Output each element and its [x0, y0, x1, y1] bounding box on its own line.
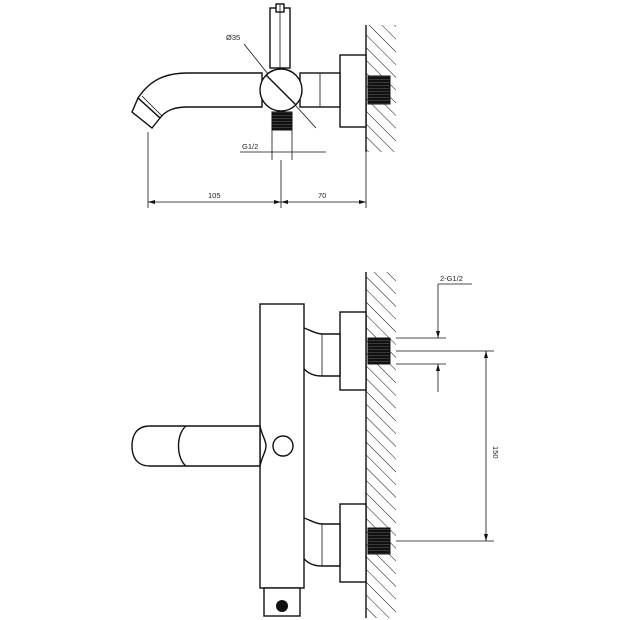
lower-wall-thread — [367, 527, 391, 555]
thread-label-front: 2-G1/2 — [440, 274, 463, 283]
dim-centers-label: 150 — [491, 446, 500, 459]
spout-top — [137, 72, 263, 120]
diverter-cross-line — [265, 74, 297, 106]
spout-nozzle — [131, 96, 161, 129]
thread-label-top: G1/2 — [242, 142, 258, 151]
dim-wall-label: 70 — [318, 191, 326, 200]
upper-flange — [339, 311, 367, 391]
lower-flange — [339, 503, 367, 583]
diverter-knob — [272, 435, 294, 457]
diameter-label: Ø35 — [226, 33, 240, 42]
top-view: Ø35 G1/2 105 70 — [131, 3, 396, 208]
diameter-leader-2 — [295, 105, 317, 129]
outlet-thread — [271, 111, 293, 131]
front-spout-cap — [177, 425, 187, 467]
dim-spout-label: 105 — [208, 191, 221, 200]
front-spout — [131, 425, 261, 467]
upper-wall-thread — [367, 337, 391, 365]
bottom-outlet-hole — [276, 600, 288, 612]
spout-ring-line — [141, 95, 163, 117]
spout-junction — [259, 425, 267, 467]
front-view: 2-G1/2 150 — [131, 272, 500, 618]
wall-flange-top — [339, 54, 367, 128]
wall-hatch-front — [366, 272, 396, 618]
wall-thread-top — [367, 75, 391, 105]
diameter-leader — [243, 43, 269, 75]
